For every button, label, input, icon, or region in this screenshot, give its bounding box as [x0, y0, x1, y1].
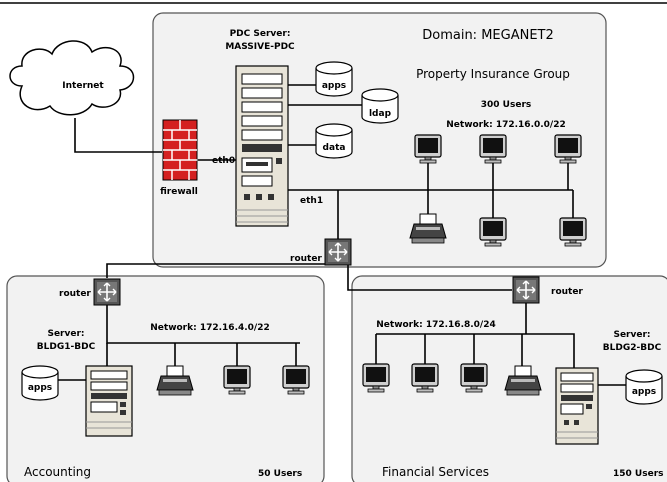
- accounting-network: Network: 172.16.4.0/22: [150, 323, 270, 333]
- bdc-server-icon: [555, 367, 599, 445]
- domain-title: Domain: MEGANET2: [422, 28, 554, 43]
- internet-label: Internet: [62, 81, 104, 91]
- domain-panel: [152, 12, 607, 268]
- share-ldap-label: ldap: [369, 109, 392, 119]
- pdc-server-icon: [235, 65, 289, 227]
- financial-share-label: apps: [632, 387, 656, 397]
- router-icon: [93, 278, 121, 306]
- financial-name: Financial Services: [382, 465, 489, 479]
- eth1-label: eth1: [300, 196, 323, 206]
- router-icon: [512, 276, 540, 304]
- financial-server-name: BLDG2-BDC: [603, 343, 662, 353]
- internet-cloud-icon: [9, 40, 135, 116]
- accounting-server-name: BLDG1-BDC: [37, 342, 96, 352]
- pdc-title: PDC Server:: [230, 29, 291, 39]
- domain-network: Network: 172.16.0.0/22: [446, 120, 566, 130]
- share-data-label: data: [323, 143, 346, 153]
- financial-network: Network: 172.16.8.0/24: [376, 320, 496, 330]
- accounting-server-title: Server:: [47, 329, 84, 339]
- eth0-label: eth0: [212, 156, 235, 166]
- accounting-router-label: router: [59, 289, 91, 299]
- domain-users: 300 Users: [481, 100, 531, 110]
- accounting-users: 50 Users: [258, 469, 302, 479]
- pdc-name: MASSIVE-PDC: [225, 42, 295, 52]
- bdc-server-icon: [85, 365, 133, 437]
- financial-router-label: router: [551, 287, 583, 297]
- domain-group: Property Insurance Group: [416, 67, 570, 81]
- accounting-name: Accounting: [24, 465, 91, 479]
- firewall-label: firewall: [160, 187, 198, 197]
- router-icon: [324, 238, 352, 266]
- accounting-share-label: apps: [28, 383, 52, 393]
- financial-users: 150 Users: [613, 469, 663, 479]
- firewall-icon: [162, 119, 198, 181]
- financial-server-title: Server:: [613, 330, 650, 340]
- share-apps-label: apps: [322, 81, 346, 91]
- domain-router-label: router: [290, 254, 322, 264]
